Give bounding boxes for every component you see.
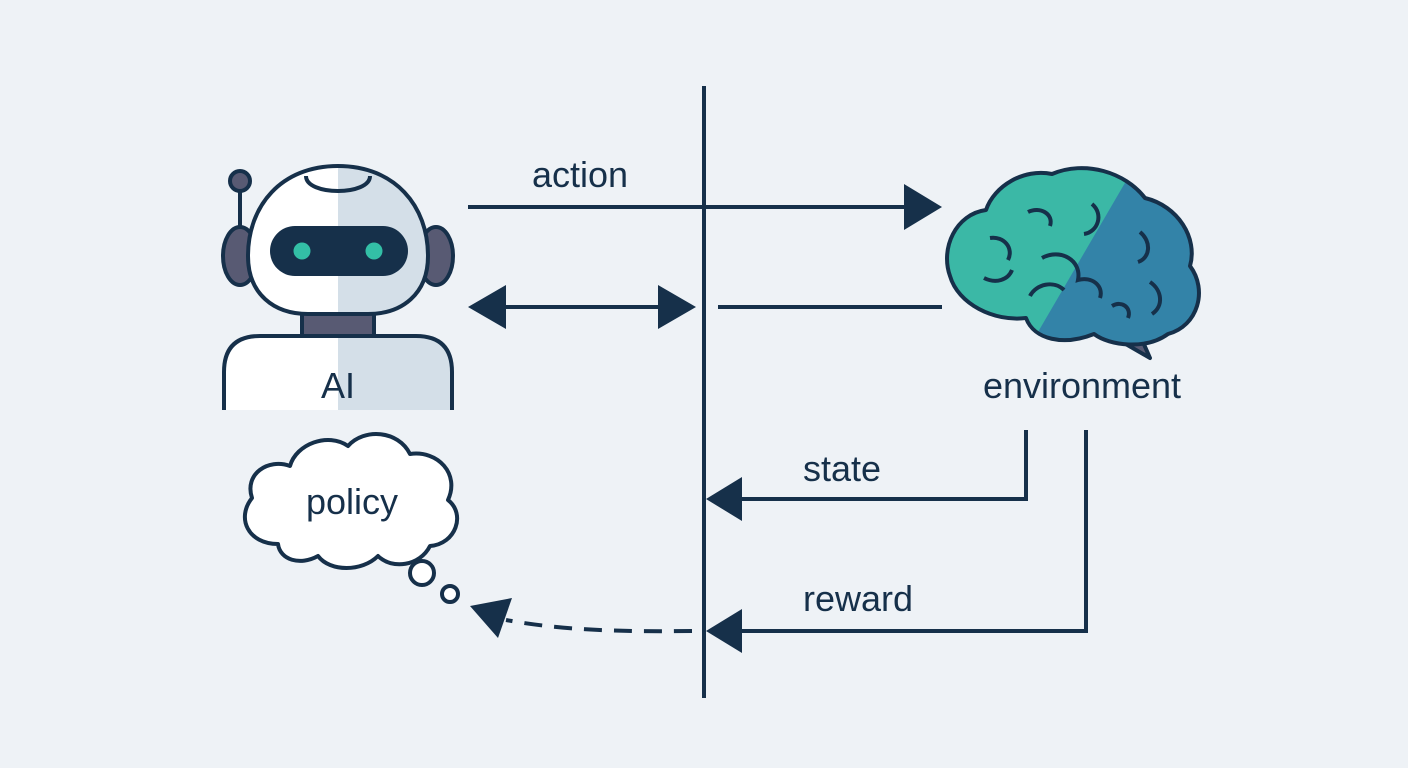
robot-icon — [221, 163, 455, 410]
policy-update-arrow — [470, 598, 693, 638]
state-label: state — [803, 448, 881, 489]
double-arrow — [468, 285, 696, 329]
action-arrow — [468, 184, 942, 230]
agent-label: AI — [321, 365, 355, 406]
reward-label: reward — [803, 578, 913, 619]
brain-icon — [945, 166, 1201, 360]
state-arrow — [706, 430, 1028, 521]
action-label: action — [532, 154, 628, 195]
thought-bubble-icon — [242, 432, 460, 604]
reward-arrow — [706, 430, 1088, 653]
policy-label: policy — [306, 481, 398, 522]
environment-label: environment — [983, 365, 1181, 406]
